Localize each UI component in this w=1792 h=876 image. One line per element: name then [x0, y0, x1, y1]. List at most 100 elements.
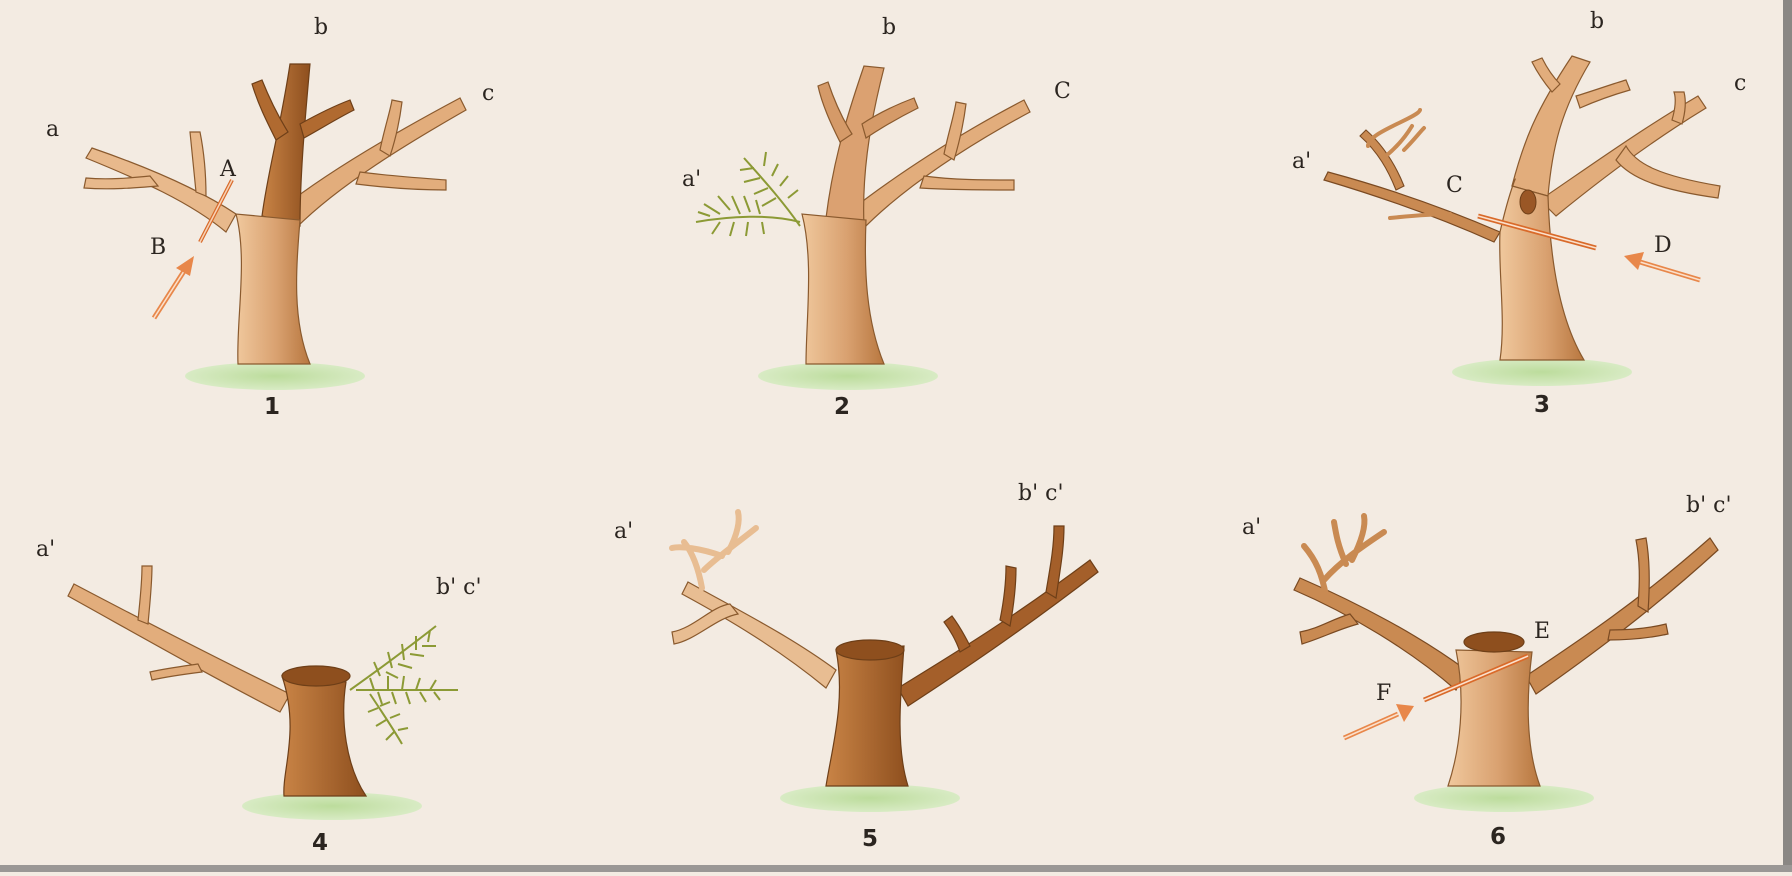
- branch-a-6: [1293, 577, 1467, 691]
- branch-bc-5: [897, 559, 1099, 707]
- label-c-2: C: [1054, 79, 1071, 104]
- trunk-4: [281, 675, 368, 797]
- branch-b-3: [1511, 55, 1591, 197]
- branch-a-twig-6: [1301, 513, 1387, 599]
- branch-c-sub2-1: [355, 171, 447, 191]
- branch-c-sub-1: [379, 99, 403, 157]
- branch-a-sub-3: [1359, 129, 1405, 191]
- label-a-4: a': [36, 537, 55, 562]
- branch-a-twig-3: [1366, 108, 1426, 158]
- frame-edge-bottom: [0, 865, 1792, 872]
- arrow-F: [1342, 704, 1414, 741]
- arrow-B: [151, 256, 194, 320]
- label-C-3: C: [1446, 173, 1463, 198]
- panel-number-2: 2: [834, 394, 850, 420]
- branch-bc-sub-5: [1045, 525, 1065, 599]
- branch-a-5: [681, 581, 837, 689]
- panel-3: a' b c C D 3: [1292, 9, 1746, 418]
- label-D: D: [1654, 233, 1672, 258]
- label-b-2: b: [882, 15, 896, 40]
- branch-a-stub-1: [189, 131, 207, 197]
- grass-3: [1452, 358, 1632, 386]
- branch-a-sub-5: [671, 603, 740, 645]
- label-a-5: a': [614, 519, 633, 544]
- label-b-1: b: [314, 15, 328, 40]
- label-b-3: b: [1590, 9, 1604, 34]
- cut-line-A-inner: [199, 179, 233, 243]
- panel-number-1: 1: [264, 394, 280, 420]
- branch-a-twig-5: [669, 509, 759, 591]
- branch-bc-sub2-5: [999, 565, 1017, 627]
- branch-c-1: [281, 97, 467, 229]
- grass-5: [780, 784, 960, 812]
- branch-bc-sub2-6: [1607, 623, 1669, 641]
- branch-c-2: [845, 99, 1031, 233]
- label-bc-5: b' c': [1018, 481, 1064, 506]
- branch-a-4: [67, 583, 291, 713]
- branch-c-sub2-2: [919, 175, 1015, 191]
- grass-2: [758, 362, 938, 390]
- label-E: E: [1534, 619, 1550, 644]
- panel-2: a' b C 2: [682, 15, 1071, 420]
- branch-bc-sub3-5: [943, 615, 971, 653]
- cut-line-C-inner: [1477, 215, 1597, 249]
- panel-number-6: 6: [1490, 824, 1506, 850]
- label-c-1: c: [482, 81, 494, 106]
- label-A: A: [219, 157, 237, 182]
- branch-b-side-1: [251, 79, 289, 141]
- branch-b-side-2: [817, 81, 853, 143]
- label-a-1: a: [46, 117, 59, 142]
- branch-b-side2-3: [1575, 79, 1631, 109]
- frame-edge-right: [1783, 0, 1792, 872]
- branch-a-low-4: [149, 663, 203, 681]
- label-bc-6: b' c': [1686, 493, 1732, 518]
- trunk-1: [235, 213, 311, 365]
- panel-6: a' b' c' E F 6: [1242, 493, 1732, 850]
- branch-b-side2-2: [861, 97, 919, 139]
- panel-1: a b c A B 1: [46, 15, 494, 420]
- panel-number-5: 5: [862, 826, 878, 852]
- panel-5: a' b' c' 5: [614, 481, 1099, 852]
- label-bc-4: b' c': [436, 575, 482, 600]
- branch-a-sub-6: [1299, 613, 1360, 645]
- branch-bc-6: [1525, 537, 1719, 695]
- label-F: F: [1376, 681, 1391, 706]
- branch-c-sub-3: [1615, 144, 1721, 199]
- branch-a-low-3: [1388, 212, 1452, 220]
- old-cut-3: [1519, 189, 1537, 215]
- label-a-3: a': [1292, 149, 1311, 174]
- trunk-2: [801, 213, 885, 365]
- label-c-3: c: [1734, 71, 1746, 96]
- branch-c-sub-2: [943, 101, 967, 161]
- label-a-2: a': [682, 167, 701, 192]
- grass-1: [185, 362, 365, 390]
- branch-b-side-3: [1531, 57, 1561, 93]
- branch-b-1: [261, 63, 311, 227]
- trunk-5: [825, 645, 909, 787]
- stump-top-6: [1463, 631, 1525, 653]
- branch-a-3: [1323, 171, 1501, 243]
- grass-6: [1414, 784, 1594, 812]
- branch-b-side2-1: [299, 99, 355, 139]
- trunk-3: [1499, 178, 1586, 361]
- cut-line-E-inner: [1423, 655, 1529, 701]
- branch-a-stub-4: [137, 565, 153, 625]
- leafy-shoot-4: [349, 625, 458, 745]
- stump-top-4: [281, 665, 351, 687]
- leafy-shoot-2: [695, 151, 801, 237]
- grass-4: [242, 792, 422, 820]
- panel-number-4: 4: [312, 830, 328, 856]
- branch-b-2: [825, 65, 885, 227]
- label-a-6: a': [1242, 515, 1261, 540]
- panel-4: a' b' c' 4: [36, 537, 482, 856]
- branch-c-sub2-3: [1671, 91, 1686, 125]
- branch-bc-sub-6: [1635, 537, 1650, 614]
- stump-top-5: [835, 639, 905, 661]
- panel-number-3: 3: [1534, 392, 1550, 418]
- branch-a-sub-1: [83, 175, 160, 190]
- trunk-6: [1447, 649, 1541, 787]
- label-B: B: [150, 235, 166, 260]
- arrow-D: [1624, 252, 1701, 283]
